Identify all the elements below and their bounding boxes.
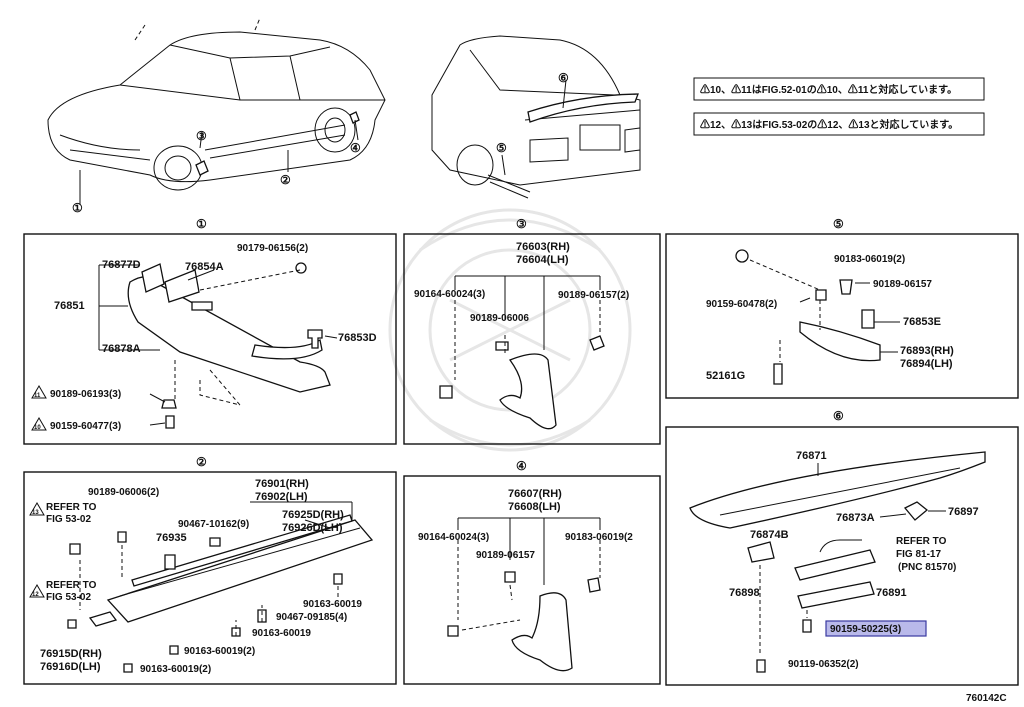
section-title-4: ④ <box>516 459 527 473</box>
s2-label-76935: 76935 <box>156 532 187 544</box>
cross-reference-notes: ⚠10、⚠11はFIG.52-01の⚠10、⚠11と対応しています。 ⚠12、⚠… <box>693 77 985 136</box>
s6-label-76898: 76898 <box>729 587 760 599</box>
s6-label-refer-to: REFER TO <box>896 536 947 547</box>
sedan-rear-view-drawing <box>431 35 641 199</box>
s6-label-76873A: 76873A <box>836 512 875 524</box>
section-5-rear-mudguard <box>665 233 1019 399</box>
s1-label-90189-06193: 90189-06193(3) <box>50 389 121 400</box>
s2-label-90163-60019-c: 90163-60019(2) <box>184 646 255 657</box>
figure-code: 760142C <box>966 693 1007 704</box>
s2-label-refer-to-2: REFER TO <box>46 580 97 591</box>
callout-3: ③ <box>196 129 207 143</box>
s6-label-90119-06352: 90119-06352(2) <box>788 659 859 670</box>
s1-label-76854A: 76854A <box>185 261 224 273</box>
s2-label-76902-lh: 76902(LH) <box>255 491 308 503</box>
section-4-rear-mudguard <box>403 475 661 685</box>
s5-label-90159-60478: 90159-60478(2) <box>706 299 777 310</box>
s2-label-fig-53-02-1: FIG 53-02 <box>46 514 91 525</box>
s3-label-90189-06157: 90189-06157(2) <box>558 290 629 301</box>
s2-label-90467-09185: 90467-09185(4) <box>276 612 347 623</box>
s1-label-76877D: 76877D <box>102 259 141 271</box>
section-title-6: ⑥ <box>833 409 844 423</box>
s1-warn-11: 11 <box>34 393 41 399</box>
s4-label-76607-rh: 76607(RH) <box>508 488 562 500</box>
s2-label-90163-60019-b: 90163-60019 <box>252 628 311 639</box>
watermark-emblem <box>388 208 632 452</box>
s3-label-76604-lh: 76604(LH) <box>516 254 569 266</box>
sedan-front-view-drawing <box>47 17 386 205</box>
s3-label-90189-06006: 90189-06006 <box>470 313 529 324</box>
section-title-3: ③ <box>516 217 527 231</box>
s6-label-76874B: 76874B <box>750 529 789 541</box>
s6-label-76871: 76871 <box>796 450 827 462</box>
section-6-rear-spoiler <box>665 426 1019 686</box>
warning-triangle-icon <box>29 584 45 598</box>
s5-label-90189-06157: 90189-06157 <box>873 279 932 290</box>
callout-2: ② <box>280 173 291 187</box>
warning-triangle-icon <box>31 417 47 431</box>
s6-label-90159-50225-highlighted: 90159-50225(3) <box>830 624 901 635</box>
s4-label-90183-06019: 90183-06019(2 <box>565 532 633 543</box>
s2-label-90163-60019-d: 90163-60019(2) <box>140 664 211 675</box>
s2-label-76901-rh: 76901(RH) <box>255 478 309 490</box>
section-title-1: ① <box>196 217 207 231</box>
s2-warn-12: 12 <box>32 592 39 598</box>
section-1-front-spoiler <box>23 233 397 445</box>
s2-label-76925D-rh: 76925D(RH) <box>282 509 344 521</box>
note-fig-53-02: ⚠12、⚠13はFIG.53-02の⚠12、⚠13と対応しています。 <box>700 118 958 131</box>
highlighted-part-box <box>825 620 927 637</box>
s4-label-76608-lh: 76608(LH) <box>508 501 561 513</box>
s5-label-76893-rh: 76893(RH) <box>900 345 954 357</box>
s4-label-90189-06157: 90189-06157 <box>476 550 535 561</box>
s6-label-76891: 76891 <box>876 587 907 599</box>
section-title-5: ⑤ <box>833 217 844 231</box>
s1-warn-10: 10 <box>34 425 41 431</box>
s2-label-refer-to-1: REFER TO <box>46 502 97 513</box>
s1-label-76851: 76851 <box>54 300 85 312</box>
s6-label-pnc-81570: (PNC 81570) <box>898 562 956 573</box>
s5-label-52161G: 52161G <box>706 370 745 382</box>
s5-label-90183-06019: 90183-06019(2) <box>834 254 905 265</box>
callout-4: ④ <box>350 141 361 155</box>
s1-label-76853D: 76853D <box>338 332 377 344</box>
callout-6: ⑥ <box>558 71 569 85</box>
s6-label-76897: 76897 <box>948 506 979 518</box>
warning-triangle-icon <box>31 385 47 399</box>
callout-1: ① <box>72 201 83 215</box>
s4-label-90164-60024: 90164-60024(3) <box>418 532 489 543</box>
s5-label-76894-lh: 76894(LH) <box>900 358 953 370</box>
s1-label-76878A: 76878A <box>102 343 141 355</box>
s2-label-90163-60019-a: 90163-60019 <box>303 599 362 610</box>
s3-label-76603-rh: 76603(RH) <box>516 241 570 253</box>
s2-label-76915D-rh: 76915D(RH) <box>40 648 102 660</box>
s2-label-fig-53-02-2: FIG 53-02 <box>46 592 91 603</box>
s2-label-76916D-lh: 76916D(LH) <box>40 661 101 673</box>
s1-label-90159-60477: 90159-60477(3) <box>50 421 121 432</box>
s2-label-76926D-lh: 76926D(LH) <box>282 522 343 534</box>
note-fig-52-01: ⚠10、⚠11はFIG.52-01の⚠10、⚠11と対応しています。 <box>700 83 957 96</box>
s3-label-90164-60024: 90164-60024(3) <box>414 289 485 300</box>
s6-label-fig-81-17: FIG 81-17 <box>896 549 941 560</box>
callout-5: ⑤ <box>496 141 507 155</box>
s5-label-76853E: 76853E <box>903 316 941 328</box>
section-2-side-mudguard <box>23 471 397 685</box>
s2-warn-13: 13 <box>32 510 39 516</box>
section-3-front-mudguard <box>403 233 661 445</box>
section-title-2: ② <box>196 455 207 469</box>
overview-callouts: ① ② ③ ④ ⑤ ⑥ <box>72 71 569 215</box>
warning-triangle-icon <box>29 502 45 516</box>
s2-label-90467-10162: 90467-10162(9) <box>178 519 249 530</box>
s2-label-90189-06006: 90189-06006(2) <box>88 487 159 498</box>
s1-label-90179-06156: 90179-06156(2) <box>237 243 308 254</box>
